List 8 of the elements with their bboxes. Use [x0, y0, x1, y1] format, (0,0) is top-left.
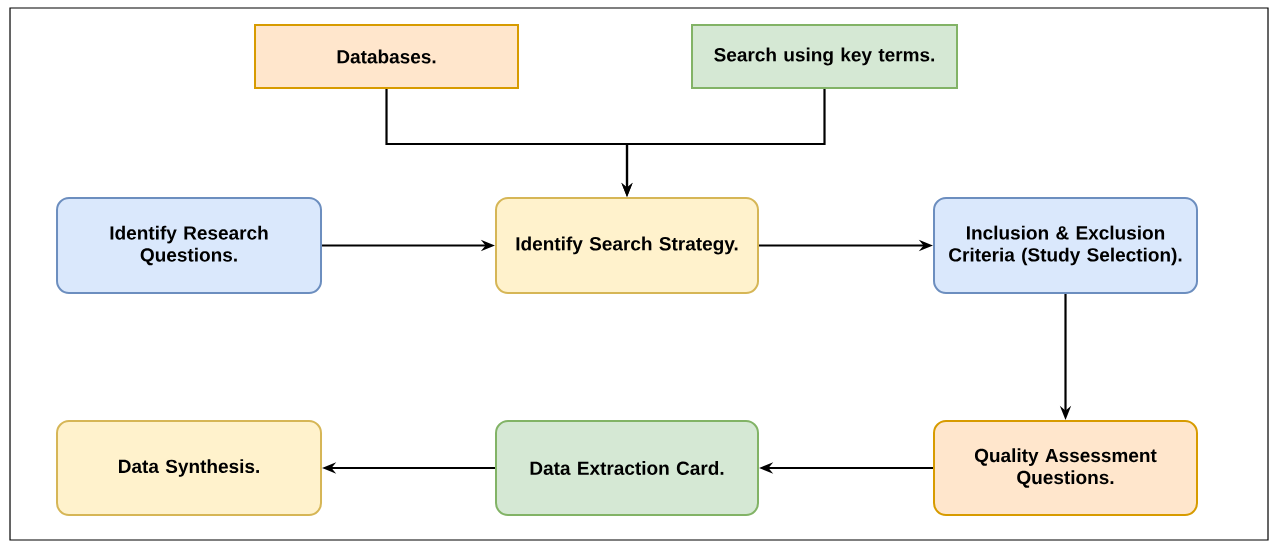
- process-box: Databases.: [254, 24, 519, 89]
- process-box: Identify Research Questions.: [56, 197, 322, 294]
- process-box: Search using key terms.: [691, 24, 958, 89]
- process-box: Quality Assessment Questions.: [933, 420, 1198, 516]
- process-box: Data Extraction Card.: [495, 420, 759, 516]
- process-box: Inclusion & Exclusion Criteria (Study Selection).: [933, 197, 1198, 294]
- process-box: Identify Search Strategy.: [495, 197, 759, 294]
- process-box: Data Synthesis.: [56, 420, 322, 516]
